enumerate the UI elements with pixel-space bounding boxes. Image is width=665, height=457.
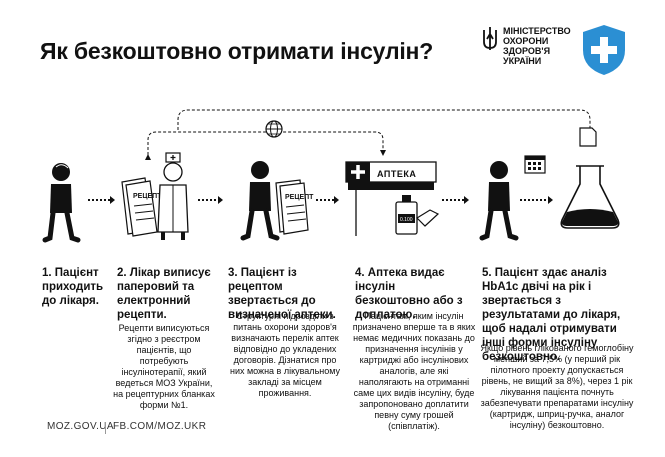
step-3-description: Структурні підрозділи з питань охорони з…	[229, 311, 341, 398]
patient-figure-1	[42, 163, 81, 243]
arrow-down-icon	[380, 150, 386, 156]
hand-icon	[416, 209, 440, 227]
lab-flask-icon	[560, 165, 620, 229]
globe-icon	[265, 120, 283, 138]
document-icon	[579, 127, 597, 147]
patient-figure-3	[240, 161, 280, 241]
dotted-arrow-3	[316, 196, 339, 204]
website-link[interactable]: MOZ.GOV.UA	[47, 421, 114, 432]
step-5-description: Якщо рівень глікованого гемоглобіну менш…	[480, 343, 634, 430]
pharmacy-sign: АПТЕКА	[377, 169, 416, 179]
footer-divider	[105, 422, 106, 434]
step-1-title: 1. Пацієнт приходить до лікаря.	[42, 267, 104, 307]
prescription-document-1: РЕЦЕПТ	[121, 177, 162, 237]
ministry-logo: Міністерство охорони здоров'я України	[482, 24, 647, 79]
process-illustration: РЕЦЕПТ РЕЦЕПТ	[42, 109, 620, 243]
step-3-title: 3. Пацієнт із рецептом звертається до ви…	[228, 267, 336, 321]
dotted-arrow-2	[198, 196, 223, 204]
step-2-description: Рецепти виписуються згідно з реєстром па…	[113, 323, 215, 410]
patient-figure-5	[479, 161, 519, 241]
step-2-title: 2. Лікар виписує паперовий та електронни…	[117, 267, 211, 321]
arrow-up-icon	[145, 154, 151, 160]
prescription-document-2: РЕЦЕПТ	[275, 179, 314, 235]
trident-icon	[483, 27, 497, 50]
step-4-title: 4. Аптека видає інсулін безкоштовно або …	[355, 267, 463, 321]
dotted-arrow-4	[442, 196, 469, 204]
page-title: Як безкоштовно отримати інсулін?	[40, 38, 434, 64]
e-prescription-path	[147, 109, 591, 160]
insulin-vial: 0.100	[395, 195, 440, 235]
prescription-label-1: РЕЦЕПТ	[133, 193, 162, 200]
prescription-label-2: РЕЦЕПТ	[285, 194, 314, 201]
vial-label: 0.100	[400, 217, 413, 223]
pharmacy-building: АПТЕКА	[345, 161, 437, 236]
pharmacy-cross-icon	[351, 165, 365, 179]
ministry-name: Міністерство охорони здоров'я України	[503, 26, 571, 66]
doctor-figure	[157, 152, 189, 240]
calendar-icon	[524, 155, 546, 174]
dotted-arrow-5	[520, 196, 553, 204]
step-4-description: Пацієнтам, яким інсулін призначено вперш…	[352, 311, 476, 431]
facebook-link[interactable]: FB.COM/MOZ.UKR	[113, 421, 207, 432]
shield-cross-icon	[583, 25, 625, 75]
step-5-title: 5. Пацієнт здає аналіз HbA1c двічі на рі…	[482, 267, 621, 363]
dotted-arrow-1	[88, 196, 115, 204]
